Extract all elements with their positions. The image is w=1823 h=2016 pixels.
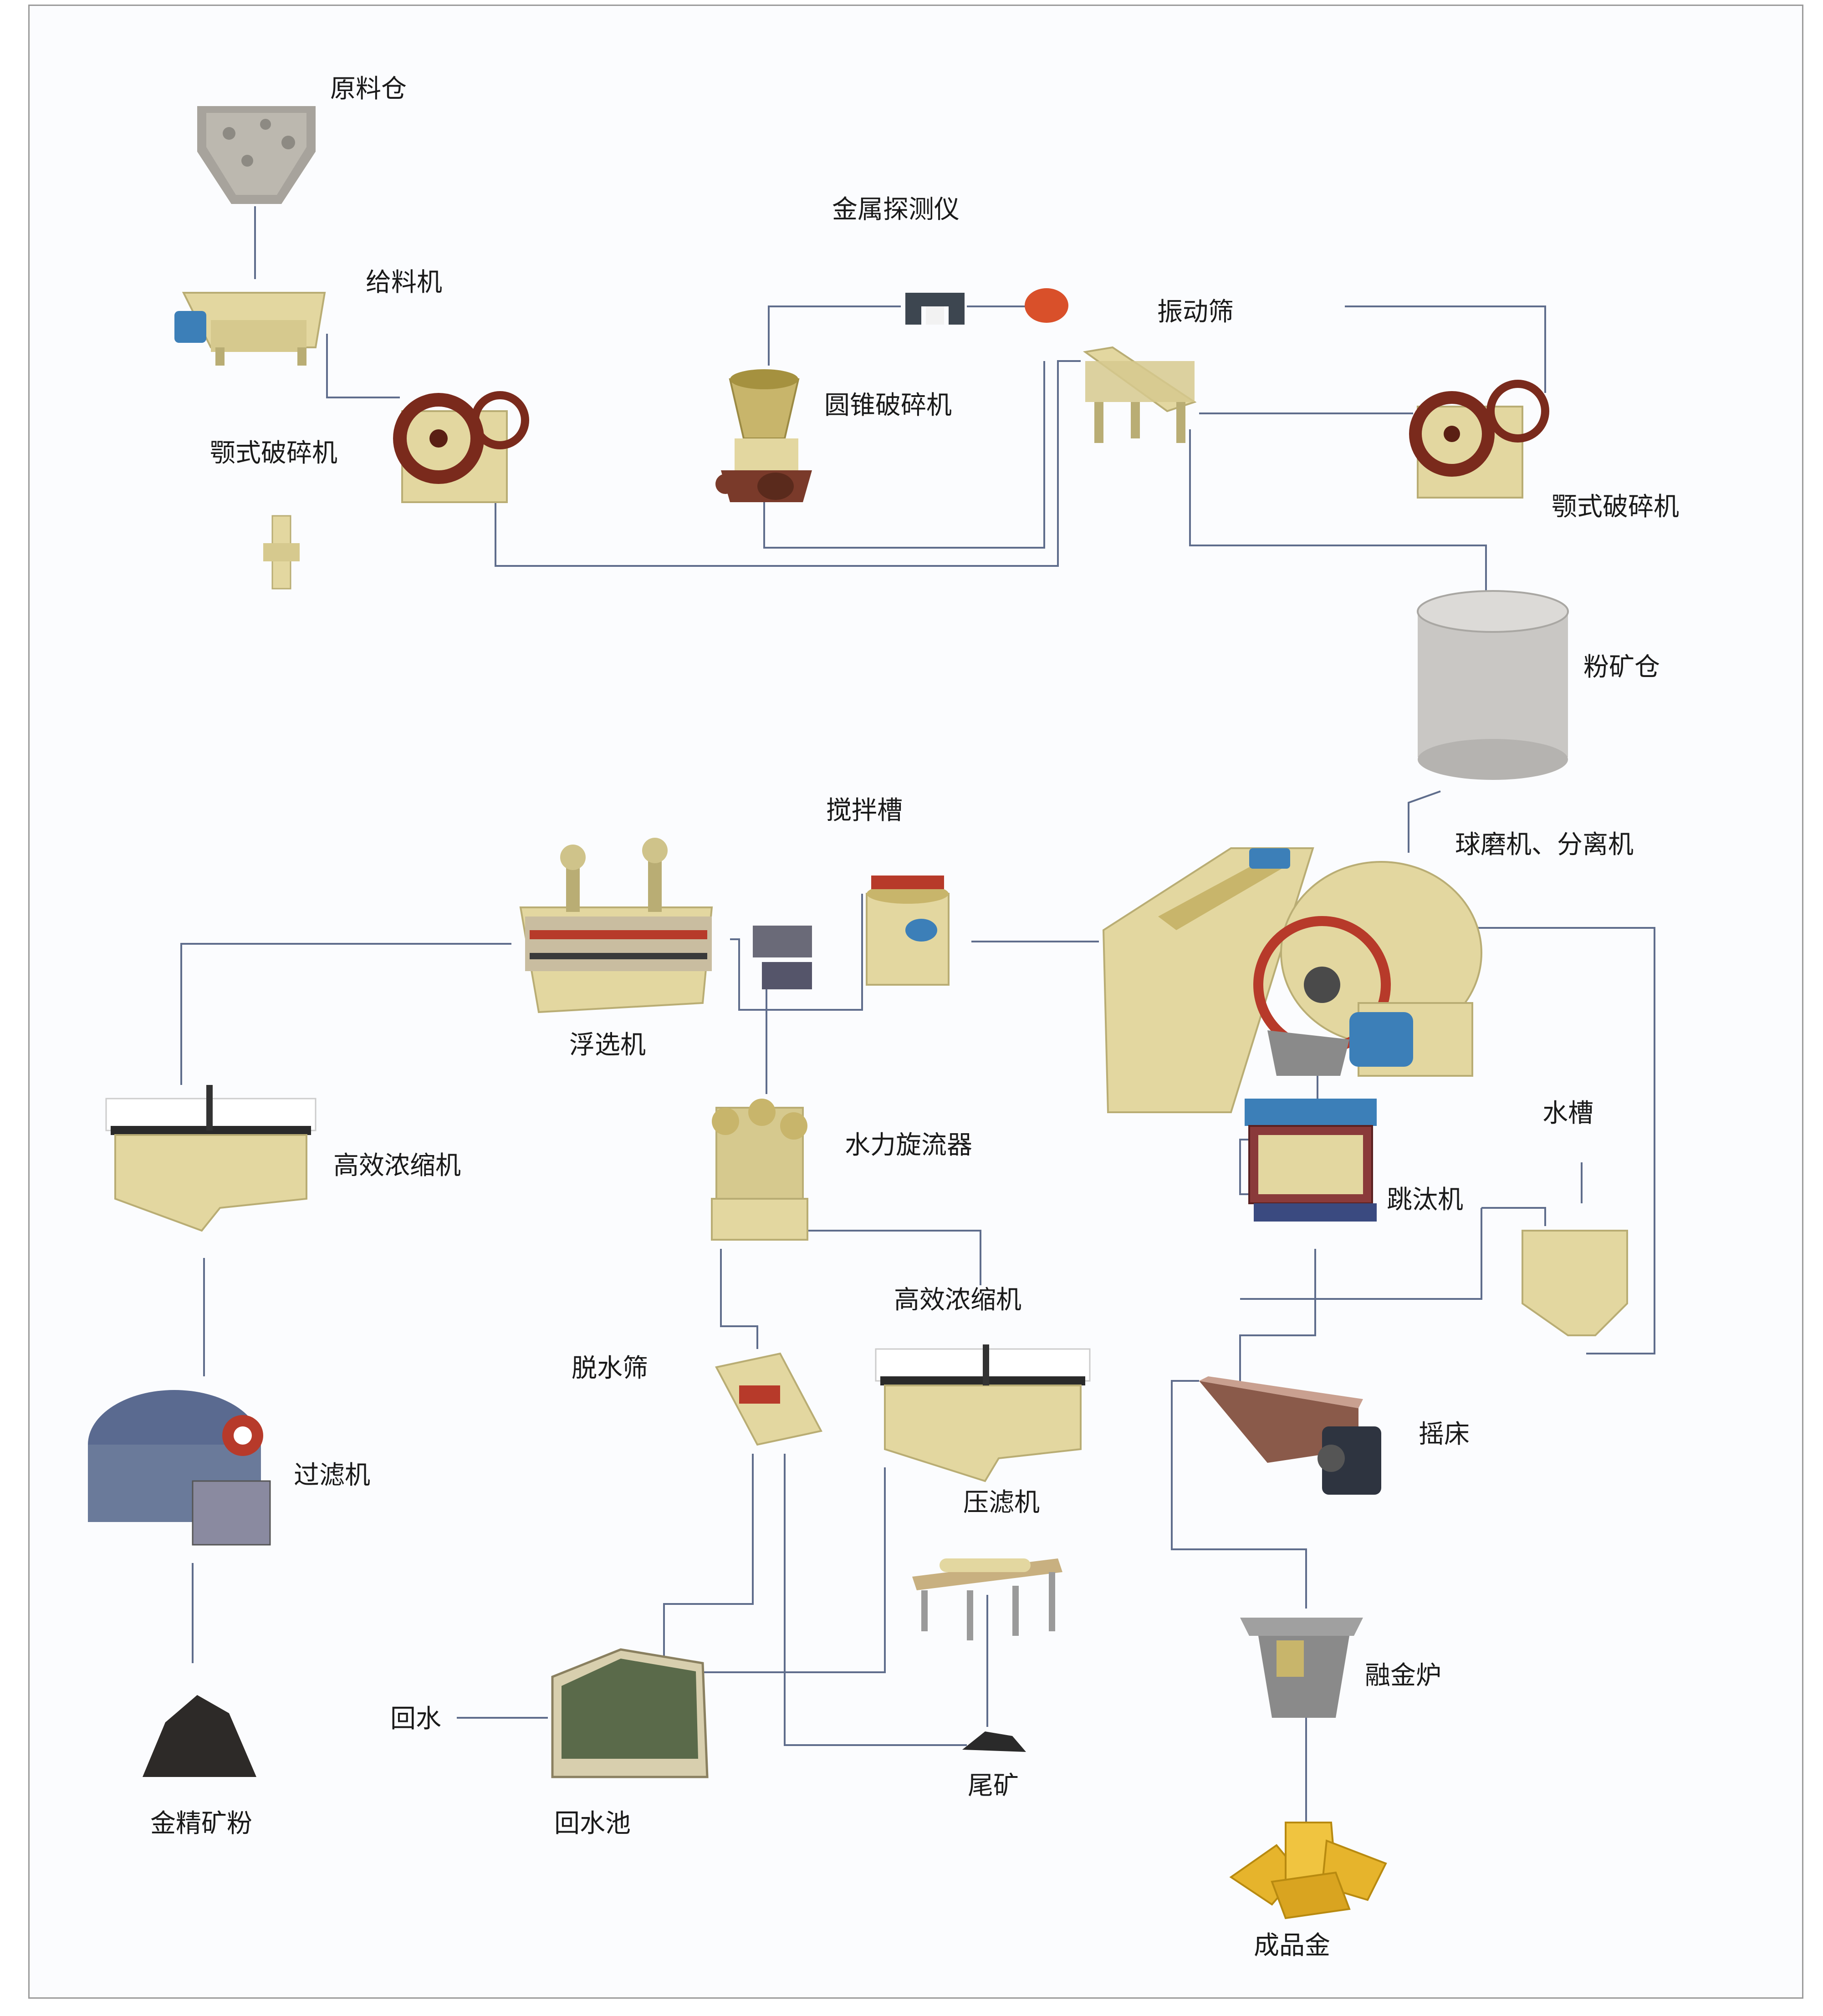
label-jaw-crusher-2: 颚式破碎机 — [1552, 492, 1679, 522]
label-water-tank: 水槽 — [1542, 1099, 1593, 1128]
agitation-tank-icon — [866, 876, 950, 986]
label-return-water: 回水 — [390, 1704, 441, 1734]
feeder-icon — [174, 292, 326, 366]
line-cyclone-to-dewater — [720, 1249, 758, 1349]
label-filter: 过滤机 — [294, 1461, 370, 1490]
label-shaking-table: 摇床 — [1419, 1420, 1470, 1449]
line-top-right — [1345, 305, 1546, 393]
line-tank-to-table — [1240, 1208, 1482, 1300]
finished-gold-icon — [1229, 1822, 1387, 1919]
vibrating-screen-icon — [1083, 346, 1197, 443]
line-thickener2-to-pool — [703, 1467, 886, 1673]
line-watertank-to-mill — [1459, 927, 1655, 1354]
process-flow-diagram — [88, 106, 1655, 1919]
line-screen-to-powder — [1189, 429, 1487, 593]
label-filter-press: 压滤机 — [963, 1488, 1040, 1517]
powder-bin-icon — [1417, 590, 1569, 780]
pump-icon — [753, 926, 812, 989]
label-agitation-tank: 搅拌槽 — [826, 796, 903, 825]
line-jaw1-to-screen — [495, 360, 1081, 567]
cone-crusher-icon — [715, 369, 812, 502]
line-detector-to-cone — [768, 305, 901, 366]
gold-concentrate-icon — [143, 1695, 256, 1777]
label-cone-crusher: 圆锥破碎机 — [824, 391, 952, 420]
label-jig: 跳汰机 — [1387, 1185, 1463, 1215]
raw-bin-icon — [197, 106, 316, 204]
label-gold-concentrate: 金精矿粉 — [150, 1809, 252, 1838]
label-powder-bin: 粉矿仓 — [1583, 652, 1660, 682]
connector-lines — [180, 206, 1655, 1823]
metal-detector-icon — [905, 293, 965, 325]
jaw-crusher-2-icon — [1409, 380, 1549, 499]
jig-icon — [1245, 1099, 1377, 1222]
filter-press-icon — [912, 1558, 1062, 1640]
label-return-pool: 回水池 — [554, 1809, 631, 1838]
label-raw-bin: 原料仓 — [330, 74, 407, 104]
label-tailings: 尾矿 — [968, 1771, 1019, 1801]
label-thickener-1: 高效浓缩机 — [333, 1151, 461, 1181]
diagram-frame: 原料仓 金属探测仪 给料机 振动筛 圆锥破碎机 颚式破碎机 颚式破碎机 粉矿仓 … — [28, 5, 1803, 1999]
label-jaw-crusher-1: 颚式破碎机 — [210, 438, 337, 468]
flotation-machine-icon — [519, 838, 713, 1013]
filter-icon — [88, 1390, 271, 1546]
tailings-icon — [962, 1731, 1026, 1752]
label-flotation: 浮选机 — [569, 1030, 646, 1060]
small-column-icon — [263, 515, 300, 590]
label-feeder: 给料机 — [366, 268, 442, 297]
label-vibrating-screen: 振动筛 — [1157, 297, 1234, 327]
dewatering-screen-icon — [715, 1352, 823, 1446]
line-jig-to-tank — [1481, 1207, 1546, 1226]
label-ball-mill: 球磨机、分离机 — [1455, 830, 1634, 860]
line-powder-to-mill — [1408, 790, 1441, 853]
line-table-to-furnace — [1171, 1380, 1307, 1609]
line-agitator-to-flotation — [730, 894, 863, 1011]
label-metal-detector: 金属探测仪 — [832, 195, 960, 224]
ball-mill-icon — [1102, 847, 1482, 1113]
thickener-2-icon — [875, 1344, 1091, 1482]
label-finished-gold: 成品金 — [1254, 1931, 1330, 1960]
thickener-1-icon — [105, 1085, 317, 1232]
label-dewatering-screen: 脱水筛 — [572, 1354, 648, 1383]
line-dewater-to-tail — [784, 1454, 967, 1746]
jaw-crusher-1-icon — [393, 391, 529, 503]
line-flotation-to-thickener1 — [180, 943, 511, 1085]
line-feeder-to-jaw1 — [326, 334, 400, 398]
return-pool-icon — [551, 1648, 709, 1778]
smelting-furnace-icon — [1240, 1618, 1363, 1718]
label-smelting-furnace: 融金炉 — [1365, 1661, 1441, 1690]
red-ball-icon — [1025, 288, 1068, 323]
water-tank-icon — [1522, 1230, 1628, 1336]
label-thickener-2: 高效浓缩机 — [894, 1285, 1021, 1315]
label-hydrocyclone: 水力旋流器 — [845, 1130, 972, 1160]
line-cyclone-to-thickener2 — [785, 1230, 981, 1285]
shaking-table-icon — [1199, 1376, 1381, 1495]
line-cone-to-screen — [763, 361, 1045, 549]
line-jig-to-table — [1239, 1249, 1316, 1385]
hydrocyclone-icon — [711, 1099, 808, 1241]
line-dewater-to-pool — [663, 1454, 754, 1663]
